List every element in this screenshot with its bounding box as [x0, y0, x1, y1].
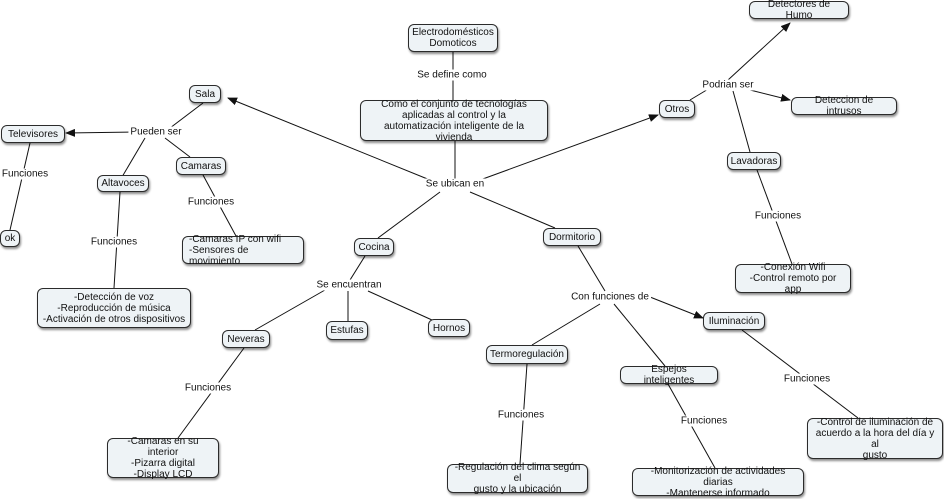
link-funciones-altavoces: Funciones: [88, 236, 140, 248]
arrow-to-intrusos: [749, 89, 791, 102]
arrow-to-iluminacion: [649, 296, 704, 319]
link-se-encuentran: Se encuentran: [314, 279, 384, 291]
link-se-ubican-en: Se ubican en: [423, 178, 487, 190]
node-espejos-funciones[interactable]: -Monitorización de actividades diarias -…: [632, 466, 804, 499]
link-funciones-espejos: Funciones: [678, 415, 730, 427]
arrow-to-televisores: [65, 128, 134, 137]
node-electrodomesticos-domoticos[interactable]: Electrodomésticos Domoticos: [408, 24, 498, 52]
node-hornos[interactable]: Hornos: [428, 319, 470, 337]
node-otros[interactable]: Otros: [659, 100, 695, 118]
node-termo-funciones[interactable]: -Regulación del clima según el gusto y l…: [447, 462, 588, 495]
node-iluminacion[interactable]: Iluminación: [703, 312, 765, 330]
node-neveras-funciones[interactable]: -Camaras en su interior -Pizarra digital…: [107, 436, 219, 480]
link-pueden-ser: Pueden ser: [128, 126, 184, 138]
connector-encuentran-neveras: [254, 289, 326, 331]
node-altavoces-funciones[interactable]: -Detección de voz -Reproducción de músic…: [37, 288, 191, 328]
node-ok[interactable]: ok: [0, 230, 20, 247]
connector-ubican-cocina: [377, 191, 441, 239]
connector-dormitorio-confunciones: [577, 245, 606, 292]
node-neveras[interactable]: Neveras: [222, 330, 270, 348]
connector-cocina-encuentran: [349, 255, 366, 281]
arrow-to-humo: [727, 22, 791, 81]
node-lavadoras[interactable]: Lavadoras: [727, 152, 781, 170]
node-camaras[interactable]: Camaras: [176, 157, 226, 175]
connector-podrian-lavadoras: [732, 90, 751, 153]
node-cocina[interactable]: Cocina: [354, 238, 394, 256]
link-funciones-neveras: Funciones: [182, 382, 234, 394]
arrow-to-sala: [227, 97, 431, 181]
node-termoregulacion[interactable]: Termoregulación: [486, 345, 568, 364]
node-sala[interactable]: Sala: [189, 85, 221, 103]
connector-encuentran-hornos: [367, 290, 433, 321]
node-concepto[interactable]: Como el conjunto de tecnologías aplicada…: [360, 99, 548, 143]
connector-confunciones-espejos: [613, 303, 666, 367]
connector-confunciones-termo: [531, 303, 601, 346]
link-funciones-iluminacion: Funciones: [781, 373, 833, 385]
node-dormitorio[interactable]: Dormitorio: [543, 228, 601, 246]
connector-ubican-dormitorio: [469, 191, 556, 229]
node-deteccion-intrusos[interactable]: Deteccion de intrusos: [791, 95, 897, 117]
node-estufas[interactable]: Estufas: [326, 321, 368, 340]
connector-pueden-altavoces: [121, 137, 146, 178]
link-funciones-televisores: Funciones: [0, 168, 51, 180]
arrow-to-otros: [479, 114, 659, 181]
link-podrian-ser: Podrian ser: [700, 79, 756, 91]
node-camaras-funciones[interactable]: -Camaras IP con wifi -Sensores de movimi…: [182, 234, 304, 267]
link-se-define-como: Se define como: [415, 69, 489, 81]
node-lavadoras-funciones[interactable]: -Conexión Wifi -Control remoto por app: [735, 262, 851, 295]
link-funciones-camaras: Funciones: [185, 196, 237, 208]
link-funciones-lavadoras: Funciones: [752, 210, 804, 222]
connector-sala-pueden: [169, 102, 204, 129]
link-con-funciones-de: Con funciones de: [569, 291, 651, 303]
node-espejos[interactable]: Espejos inteligentes: [620, 364, 718, 386]
node-detectores-humo[interactable]: Detectores de Humo: [749, 0, 849, 21]
link-funciones-termo: Funciones: [495, 409, 547, 421]
node-televisores[interactable]: Televisores: [1, 125, 65, 143]
node-altavoces[interactable]: Altavoces: [97, 175, 149, 192]
connector-televisores-ok: [9, 142, 31, 231]
node-ilum-funciones[interactable]: -Control de iluminación de acuerdo a la …: [807, 417, 943, 461]
connector-pueden-camaras: [164, 137, 191, 158]
